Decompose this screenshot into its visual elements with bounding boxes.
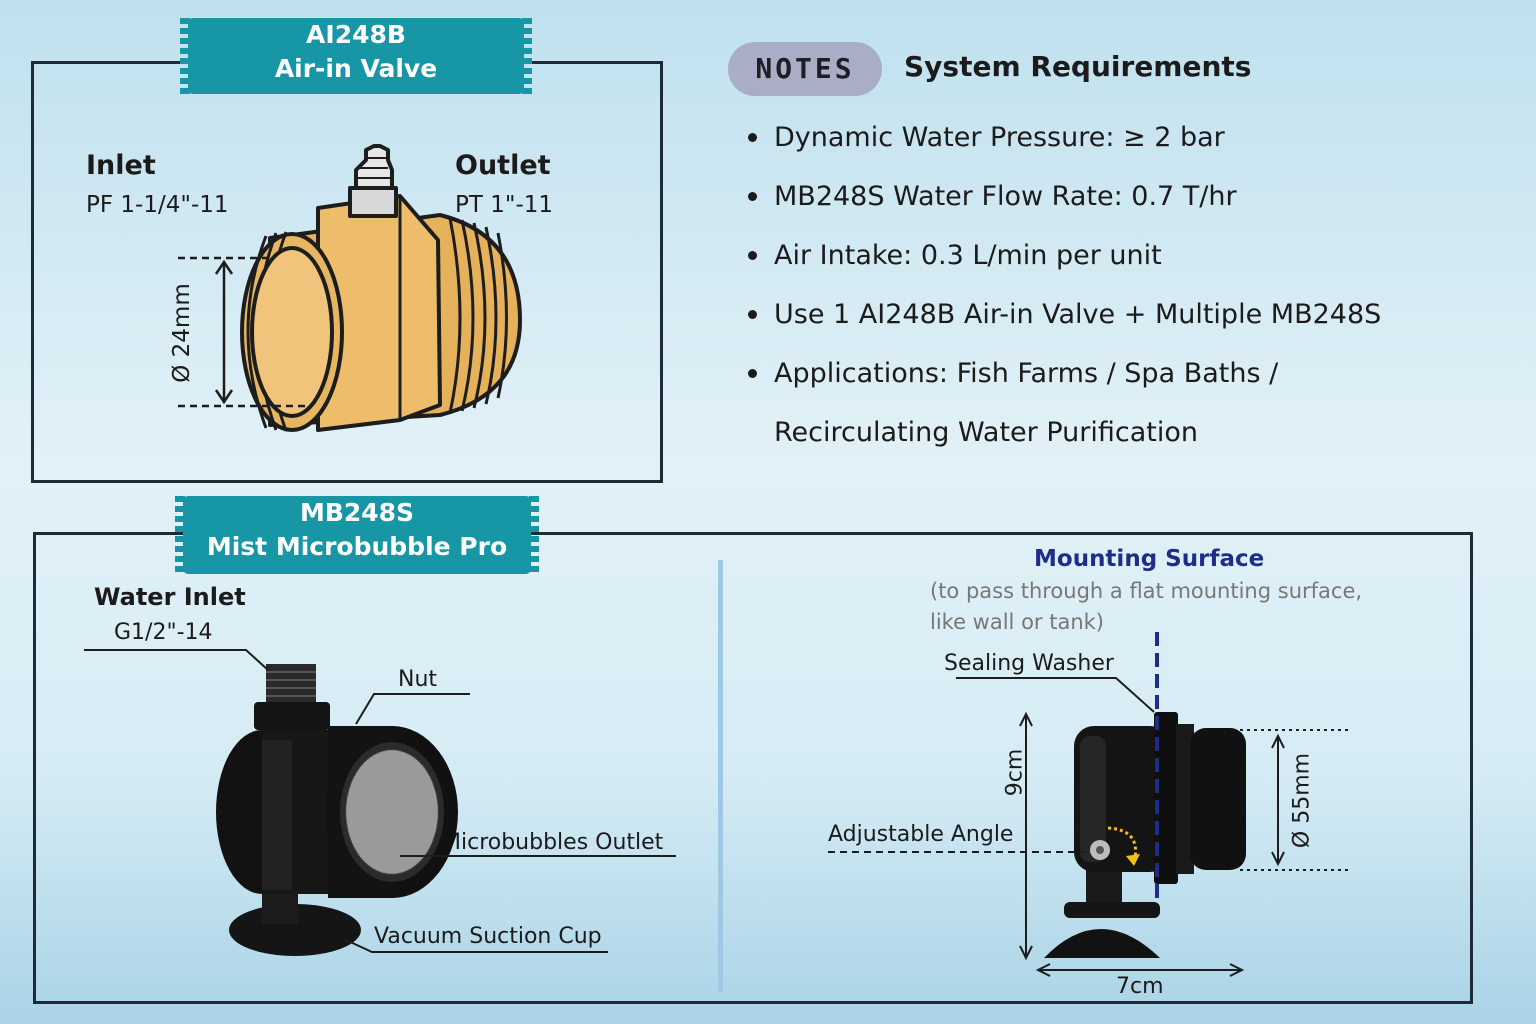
mb-callout-lines [84,649,676,953]
mounting-surface-title: Mounting Surface [1034,546,1265,572]
requirement-item-continued: Recirculating Water Purification [774,417,1198,448]
water-inlet-title: Water Inlet [94,583,246,611]
bullet-icon [748,369,757,378]
mb-frame [33,532,1473,1004]
mb-tag-model: MB248S [299,498,415,527]
requirement-item: MB248S Water Flow Rate: 0.7 T/hr [740,167,1480,226]
outlet-spec: PT 1"-11 [455,192,554,218]
valve-tag-model: AI248B [306,20,406,49]
valve-tag-name: Air-in Valve [274,54,438,83]
bullet-icon [748,133,757,142]
adjustable-angle-label: Adjustable Angle [828,822,1014,847]
outlet-label: Microbubbles Outlet [442,830,664,855]
valve-dimension-lines [178,256,305,408]
valve-tag: AI248B Air-in Valve [180,18,532,94]
sealing-washer-label: Sealing Washer [944,651,1114,676]
brass-valve-illustration [240,144,522,432]
inlet-title: Inlet [86,150,156,181]
bullet-icon [748,251,757,260]
requirement-item: Applications: Fish Farms / Spa Baths / [740,344,1480,403]
mb248s-device [216,664,458,956]
suction-cup-label: Vacuum Suction Cup [374,924,602,949]
bullet-icon [748,310,757,319]
inlet-spec: PF 1-1/4"-11 [86,192,229,218]
nut-label: Nut [398,667,438,692]
requirement-item: Dynamic Water Pressure: ≥ 2 bar [740,108,1480,167]
width-label: 7cm [1116,974,1164,999]
mount-dimension-lines [828,677,1350,977]
mounted-device [1044,712,1246,958]
requirements-list: Dynamic Water Pressure: ≥ 2 bar MB248S W… [740,108,1480,462]
mb-tag: MB248S Mist Microbubble Pro [175,496,539,574]
outlet-title: Outlet [455,150,551,181]
requirement-item: Air Intake: 0.3 L/min per unit [740,226,1480,285]
mb-tag-name: Mist Microbubble Pro [206,532,508,561]
section-divider [718,560,723,992]
water-inlet-spec: G1/2"-14 [114,620,213,645]
requirements-title: System Requirements [904,50,1252,83]
requirement-item: Use 1 AI248B Air-in Valve + Multiple MB2… [740,285,1480,344]
bullet-icon [748,192,757,201]
mounting-surface-subtitle: (to pass through a flat mounting surface… [930,579,1363,634]
notes-chip: NOTES [728,42,882,96]
